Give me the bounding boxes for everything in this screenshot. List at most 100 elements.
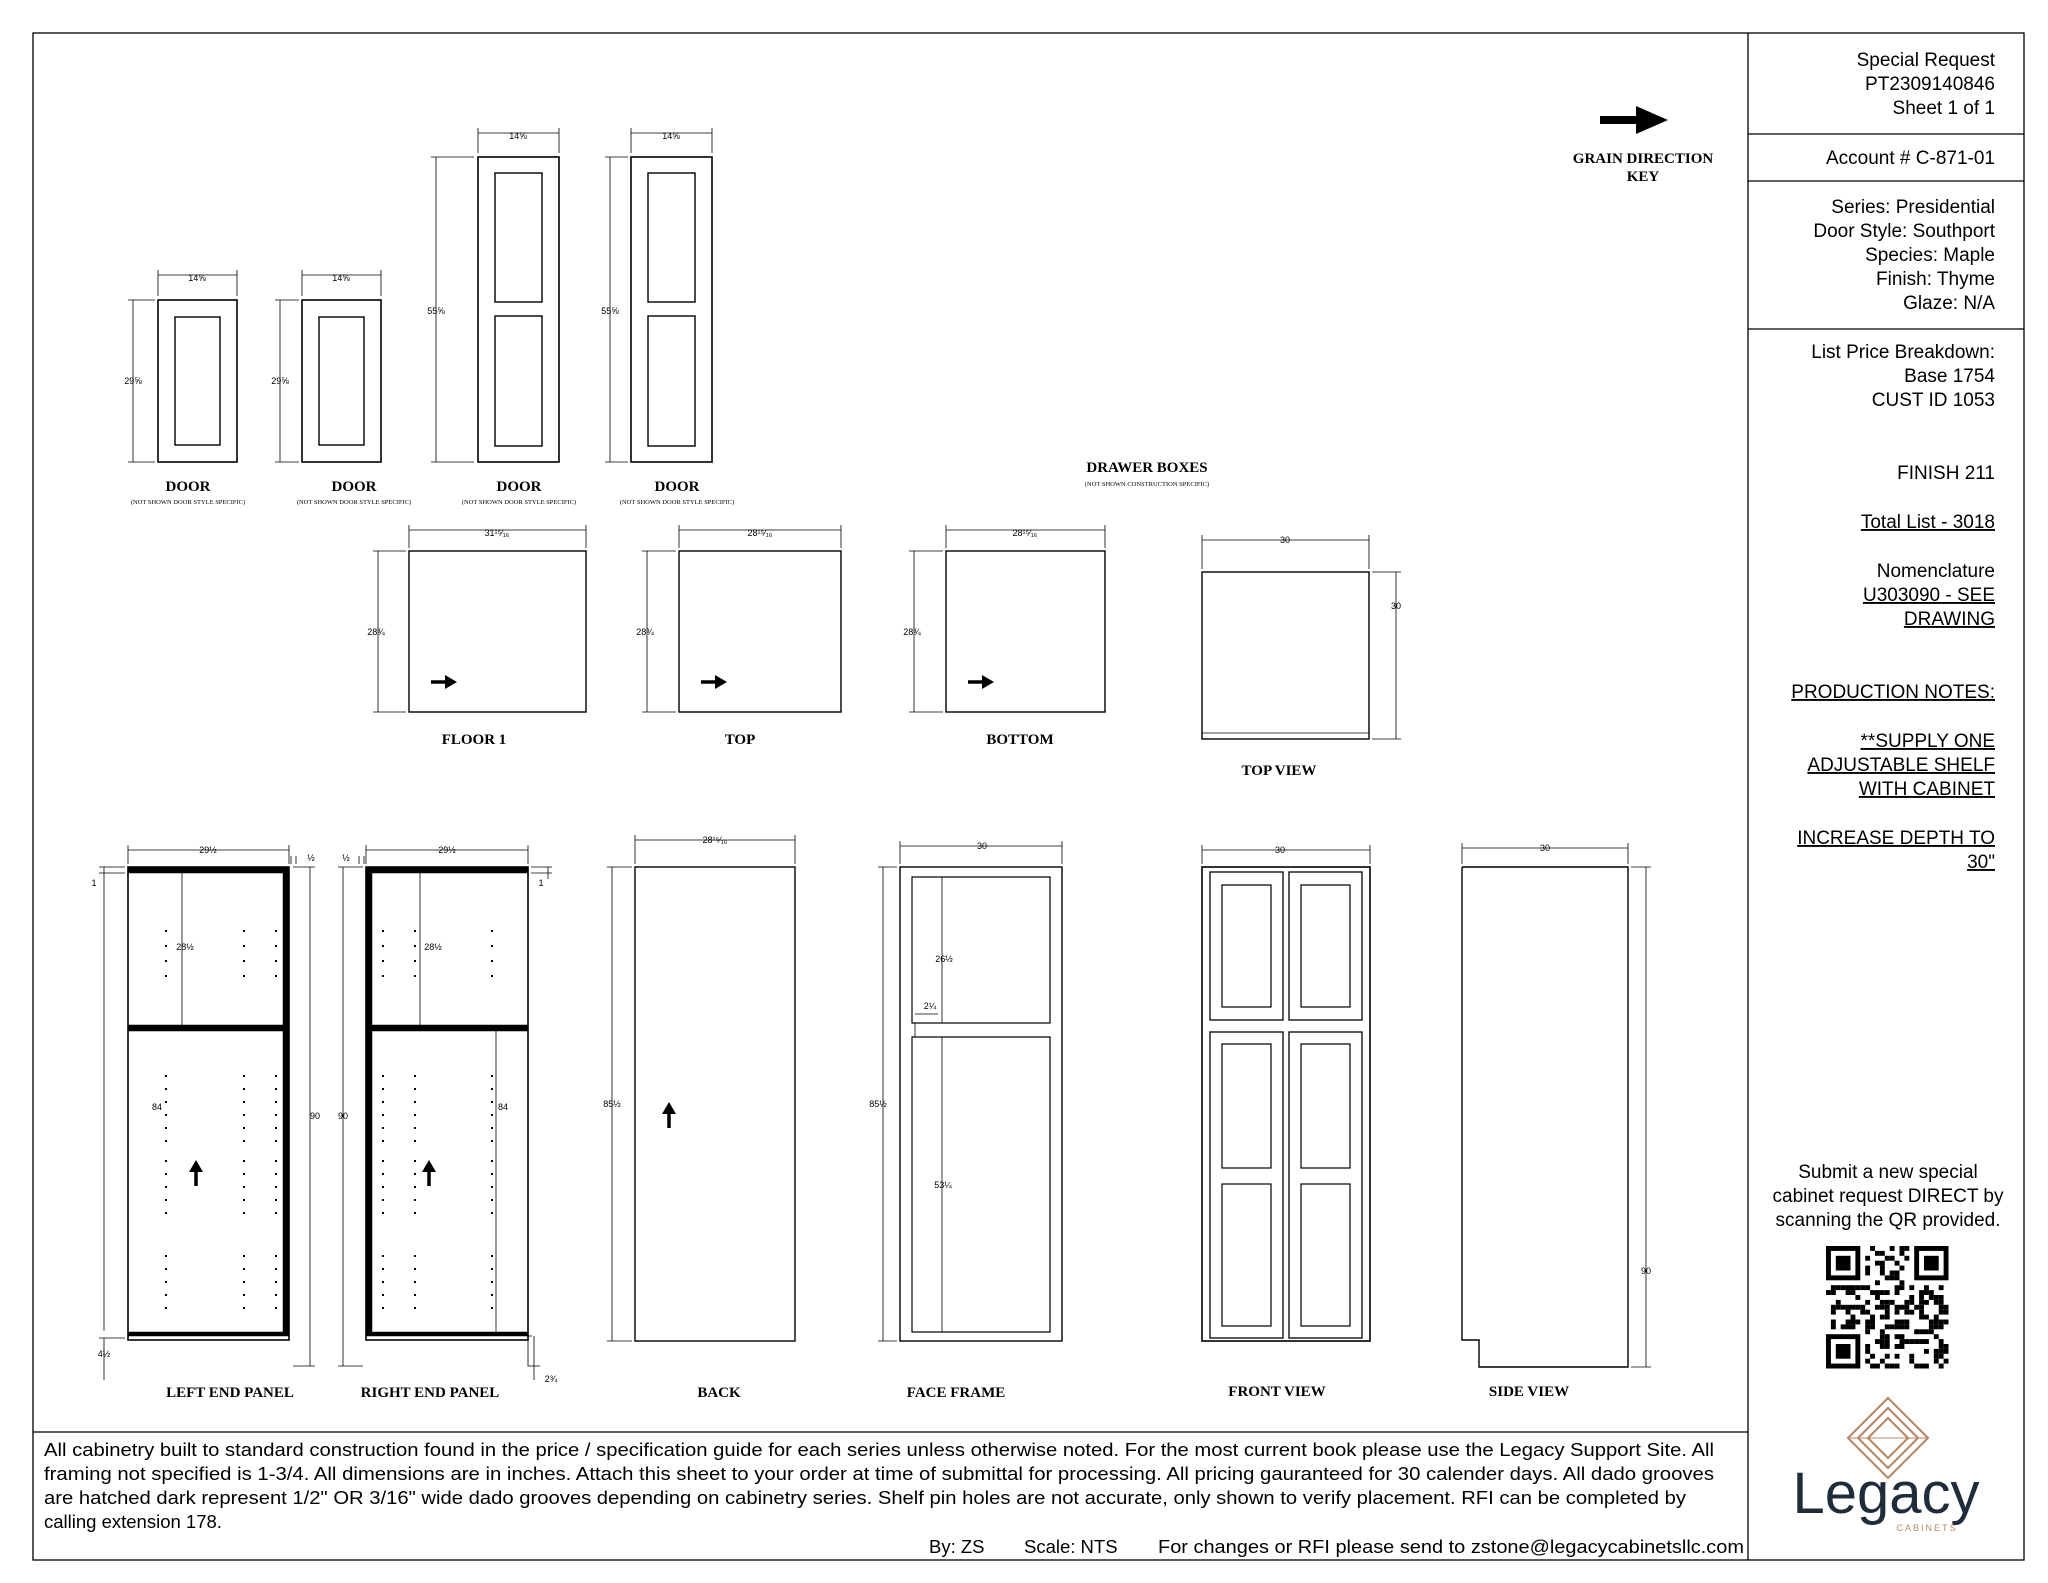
shelf-pin-hole <box>243 1255 245 1257</box>
floor-depth-dim: 28¾ <box>367 627 385 637</box>
qr-module <box>1875 1290 1880 1295</box>
door-label: DOOR <box>166 479 211 495</box>
shelf-pin-hole <box>491 1307 493 1309</box>
drawn-by: By: ZS <box>929 1536 985 1557</box>
qr-module <box>1884 1309 1890 1315</box>
drawer-boxes-note: (NOT SHOWN CONSTRUCTION SPECIFIC) <box>1085 481 1209 488</box>
qr-module <box>1899 1319 1905 1325</box>
rfi-contact[interactable]: For changes or RFI please send to zstone… <box>1158 1536 1744 1557</box>
qr-module <box>1879 1329 1885 1335</box>
shelf-pin-hole <box>491 1127 493 1129</box>
qr-module <box>1870 1353 1875 1359</box>
qr-module <box>1938 1324 1944 1330</box>
top-view <box>1201 535 1401 740</box>
qr-module <box>1938 1344 1944 1349</box>
qr-module <box>1855 1295 1861 1300</box>
side-view <box>1461 843 1651 1368</box>
qr-module <box>1845 1309 1851 1315</box>
qr-module <box>1835 1299 1841 1305</box>
qr-module <box>1860 1309 1866 1315</box>
qr-module <box>1884 1275 1890 1281</box>
qr-module <box>1875 1295 1880 1300</box>
shelf-pin-hole <box>414 930 416 932</box>
legacy-logo: Legacy CABINETS <box>1792 1396 1980 1533</box>
door-width-dim: 14⅝ <box>188 273 206 283</box>
qr-module <box>1835 1285 1841 1291</box>
shelf-pin-hole <box>243 1075 245 1077</box>
qr-module <box>1884 1363 1890 1369</box>
qr-module <box>1919 1290 1924 1295</box>
series-line: Door Style: Southport <box>1813 221 1995 242</box>
qr-module <box>1889 1299 1895 1305</box>
shelf-pin-hole <box>275 1212 277 1214</box>
qr-module <box>1928 1290 1934 1295</box>
qr-module <box>1938 1299 1944 1305</box>
shelf-pin-hole <box>275 1160 277 1162</box>
shelf-pin-hole <box>243 1212 245 1214</box>
submit-line: cabinet request DIRECT by <box>1773 1186 2004 1207</box>
shelf-pin-hole <box>382 1088 384 1090</box>
shelf-pin-hole <box>491 960 493 962</box>
qr-module <box>1889 1246 1895 1251</box>
qr-module <box>1830 1285 1836 1291</box>
qr-module <box>1943 1358 1949 1364</box>
qr-code[interactable] <box>1822 1242 1953 1373</box>
qr-module <box>1924 1285 1929 1291</box>
nomenclature-value: DRAWING <box>1904 609 1995 630</box>
shelf-pin-hole <box>491 930 493 932</box>
qr-module <box>1840 1324 1846 1330</box>
top-view-label: TOP VIEW <box>1242 763 1317 779</box>
top-view-depth-dim: 30 <box>1391 601 1401 611</box>
shelf-pin-hole <box>243 945 245 947</box>
door-short-1 <box>128 270 238 463</box>
qr-module <box>1879 1270 1885 1276</box>
qr-module <box>1924 1339 1929 1344</box>
shelf-pin-hole <box>275 1114 277 1116</box>
grain-arrow-up-icon <box>420 1158 438 1188</box>
shelf-pin-hole <box>243 1160 245 1162</box>
shelf-pin-hole <box>243 1088 245 1090</box>
face-frame-label: FACE FRAME <box>907 1385 1005 1401</box>
qr-module <box>1835 1304 1841 1310</box>
face-frame-lower-dim: 53¼ <box>934 1180 952 1190</box>
bottom-label: BOTTOM <box>986 732 1053 748</box>
logo-wordmark: Legacy <box>1792 1461 1979 1526</box>
qr-module <box>1879 1250 1885 1256</box>
door-label: DOOR <box>497 479 542 495</box>
shelf-pin-hole <box>165 930 167 932</box>
shelf-pin-hole <box>165 1212 167 1214</box>
grain-arrow-up-icon <box>187 1158 205 1188</box>
end-lower-dim: 84 <box>152 1102 162 1112</box>
shelf-pin-hole <box>414 1114 416 1116</box>
end-width-dim: 29½ <box>199 845 217 855</box>
qr-module <box>1933 1324 1939 1330</box>
floor-panel <box>373 525 587 713</box>
qr-module <box>1830 1319 1836 1325</box>
qr-module <box>1850 1290 1856 1295</box>
qr-module <box>1865 1265 1871 1271</box>
end-width-dim: 29½ <box>438 845 456 855</box>
shelf-pin-hole <box>243 930 245 932</box>
shelf-pin-hole <box>414 1212 416 1214</box>
qr-module <box>1924 1314 1929 1320</box>
shelf-pin-hole <box>491 1255 493 1257</box>
qr-module <box>1879 1304 1885 1310</box>
front-view-width-dim: 30 <box>1275 845 1285 855</box>
left-end-panel-label: LEFT END PANEL <box>166 1385 294 1401</box>
production-note: ADJUSTABLE SHELF <box>1807 755 1995 776</box>
grain-arrow-right-icon <box>429 673 459 691</box>
qr-module <box>1933 1319 1939 1325</box>
qr-module <box>1919 1363 1924 1369</box>
qr-module <box>1879 1290 1885 1295</box>
face-frame <box>878 841 1063 1342</box>
qr-module <box>1894 1344 1900 1349</box>
right-end-panel <box>338 845 552 1380</box>
qr-module <box>1870 1324 1875 1330</box>
qr-module <box>1889 1324 1895 1330</box>
shelf-pin-hole <box>382 1268 384 1270</box>
shelf-pin-hole <box>275 1281 277 1283</box>
shelf-pin-hole <box>382 930 384 932</box>
qr-module <box>1879 1265 1885 1271</box>
door-height-dim: 29⅝ <box>271 376 289 386</box>
shelf-pin-hole <box>275 960 277 962</box>
